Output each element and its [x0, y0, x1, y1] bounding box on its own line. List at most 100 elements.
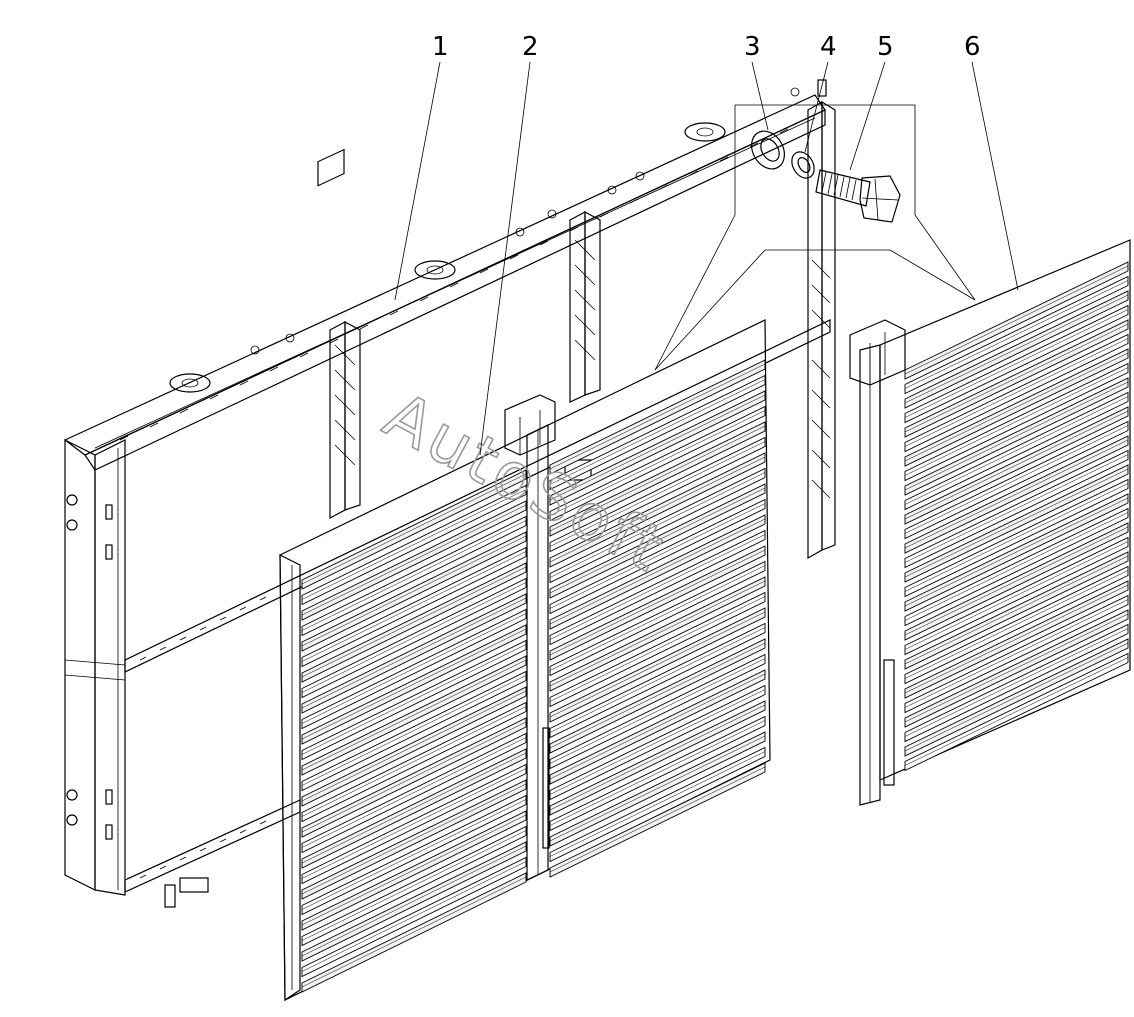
louver-slat-edge — [301, 721, 527, 833]
louver-slats-left-half — [301, 469, 527, 993]
louver-slat — [549, 700, 766, 816]
louver-slat — [301, 577, 527, 699]
louver-slat — [301, 655, 527, 776]
louver-slat-edge — [904, 309, 1129, 418]
fastener-detail-inset — [654, 104, 976, 371]
louver-slat-edge — [904, 599, 1129, 708]
louver-slat — [904, 493, 1129, 612]
louver-slat-edge — [301, 845, 527, 957]
louver-slat — [301, 794, 527, 916]
louver-slat — [549, 653, 766, 770]
louver-slat-edge — [904, 526, 1129, 636]
louver-slat — [904, 594, 1129, 714]
louver-slat-edge — [904, 280, 1129, 389]
louver-slat-edge — [549, 534, 766, 640]
louver-slat-edge — [301, 504, 527, 616]
louver-slat-edge — [904, 642, 1129, 752]
louver-slat — [301, 531, 527, 652]
louver-slat — [904, 478, 1129, 598]
louver-slat — [904, 522, 1129, 641]
mounting-boss — [684, 122, 726, 142]
louver-slat — [904, 391, 1129, 511]
louver-slat-edge — [301, 783, 527, 895]
louver-slat — [301, 701, 527, 823]
louver-slat — [301, 763, 527, 885]
louver-slat — [904, 319, 1129, 438]
louver-slat — [549, 359, 766, 475]
louver-slat — [904, 348, 1129, 467]
louver-slat-edge — [549, 565, 766, 671]
flat-washer — [751, 130, 785, 170]
louver-slat-edge — [549, 363, 766, 470]
louver-slat — [549, 421, 766, 537]
lock-washer — [791, 151, 815, 179]
louver-slat-edge — [301, 690, 527, 802]
louver-slat — [301, 515, 527, 637]
louver-slat-edge — [904, 396, 1129, 505]
louver-slat — [904, 449, 1129, 569]
louver-slat-edge — [549, 720, 766, 826]
louver-slat — [301, 546, 527, 668]
louver-slat — [301, 779, 527, 900]
mounting-boss — [169, 373, 211, 393]
louver-slat — [301, 639, 527, 761]
louver-slat-edge — [904, 541, 1129, 650]
louver-slat — [549, 483, 766, 599]
louver-slat-edge — [549, 503, 766, 609]
louver-slat-edge — [904, 512, 1129, 621]
louver-slat-edge — [904, 628, 1129, 737]
louver-slat — [549, 622, 766, 739]
louver-slat — [549, 638, 766, 754]
louver-slat-edge — [549, 518, 766, 625]
louver-slat-edge — [549, 704, 766, 811]
louver-slat-edge — [301, 644, 527, 755]
louver-slat — [904, 304, 1129, 424]
louver-slat — [549, 576, 766, 692]
louver-slat — [549, 684, 766, 801]
louver-slats — [904, 261, 1129, 772]
callout-6: 6 — [964, 32, 981, 62]
louver-slat-edge — [301, 830, 527, 941]
louver-slat-edge — [301, 520, 527, 631]
louver-slat — [549, 591, 766, 708]
louver-slat-edge — [549, 611, 766, 718]
louver-slat — [904, 623, 1129, 743]
louver-slat — [549, 498, 766, 615]
louver-slat-edge — [301, 799, 527, 910]
louver-slat-edge — [549, 441, 766, 547]
louver-slat — [301, 484, 527, 606]
louver-slat — [904, 261, 1129, 380]
louver-slat-edge — [549, 658, 766, 764]
louver-slat-edge — [301, 814, 527, 926]
louver-panel-left — [279, 319, 771, 1002]
louver-slat-edge — [549, 766, 766, 873]
louver-slat-edge — [301, 551, 527, 662]
louver-slat — [301, 469, 527, 590]
louver-slat-edge — [904, 294, 1129, 404]
callout-4: 4 — [820, 32, 837, 62]
louver-slat-edge — [301, 489, 527, 600]
hex-bolt — [815, 169, 901, 223]
louver-slat — [301, 732, 527, 854]
louver-slat-edge — [301, 675, 527, 786]
louver-slat — [549, 545, 766, 661]
callout-5: 5 — [877, 32, 894, 62]
louver-slat-edge — [549, 735, 766, 842]
louver-slat-edge — [904, 352, 1129, 462]
louver-slat — [904, 377, 1129, 496]
louver-slat-edge — [549, 627, 766, 733]
callout-1: 1 — [432, 32, 449, 62]
mounting-boss — [414, 260, 456, 280]
louver-slat-edge — [549, 394, 766, 501]
louver-slat-edge — [549, 673, 766, 780]
louver-slat — [904, 362, 1129, 482]
louver-slat-edge — [904, 265, 1129, 375]
louver-slat — [549, 762, 766, 878]
louver-slat-edge — [549, 487, 766, 594]
louver-slat — [549, 436, 766, 553]
louver-slat — [549, 405, 766, 522]
louver-slat-edge — [904, 468, 1129, 578]
louver-slat-edge — [904, 570, 1129, 679]
louver-slat — [301, 748, 527, 869]
